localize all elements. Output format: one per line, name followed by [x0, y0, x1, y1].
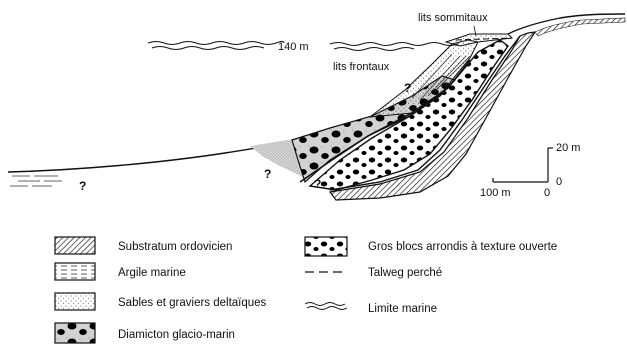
svg-text:Talweg perché: Talweg perché: [368, 267, 442, 279]
scale-horizontal-label: 100 m: [480, 187, 511, 199]
lits-frontaux-label: lits frontaux: [333, 61, 390, 73]
scale-zero-vertical: 0: [556, 176, 562, 188]
legend-item-sables: Sables et graviers deltaïques: [55, 293, 267, 310]
svg-text:Gros blocs arrondis à texture: Gros blocs arrondis à texture ouverte: [368, 241, 557, 253]
legend-item-limite: Limite marine: [305, 303, 437, 316]
question-mark-2: ?: [79, 179, 86, 193]
question-mark-4: ?: [314, 177, 321, 191]
cross-section: lits sommitaux 140 m lits frontaux ? ? ?…: [8, 12, 625, 200]
legend: Substratum ordovicien Argile marine Sabl…: [55, 237, 557, 343]
altitude-label: 140 m: [278, 41, 309, 53]
svg-text:Sables et graviers deltaïques: Sables et graviers deltaïques: [118, 297, 267, 309]
question-mark-1: ?: [404, 81, 411, 95]
scale-zero-horizontal: 0: [544, 187, 550, 199]
question-mark-3: ?: [264, 167, 271, 181]
lits-sommitaux-label: lits sommitaux: [418, 12, 488, 24]
legend-item-gros-blocs: Gros blocs arrondis à texture ouverte: [305, 237, 557, 256]
svg-text:Substratum ordovicien: Substratum ordovicien: [118, 241, 232, 253]
legend-item-argile: Argile marine: [55, 263, 186, 280]
lake-floor-surface: [8, 144, 280, 172]
svg-text:Limite marine: Limite marine: [368, 303, 437, 315]
legend-item-talweg: Talweg perché: [305, 267, 442, 279]
scale-vertical-label: 20 m: [556, 142, 580, 154]
legend-item-diamicton: Diamicton glacio-marin: [55, 323, 235, 343]
legend-item-substratum: Substratum ordovicien: [55, 237, 232, 254]
svg-text:Diamicton glacio-marin: Diamicton glacio-marin: [118, 329, 235, 341]
scale-bar: 20 m 0 100 m 0: [480, 142, 580, 199]
argile-marine-deposit: [10, 176, 62, 186]
svg-text:Argile marine: Argile marine: [118, 267, 186, 279]
